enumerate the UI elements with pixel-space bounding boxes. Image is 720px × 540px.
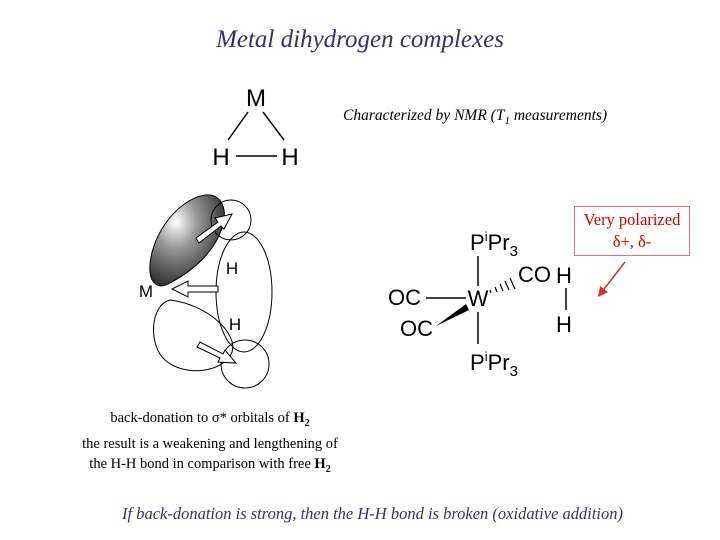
footer-note: If back-donation is strong, then the H-H…	[121, 504, 624, 523]
orbital-h-top-label: H	[226, 259, 238, 278]
bottom-phosphine-i: i	[485, 349, 488, 364]
bottom-phosphine-pr: Pr	[488, 350, 510, 375]
backdonation-line-1: back-donation to σ* orbitals of H2	[40, 408, 380, 434]
backdonation-line-3-text: the H-H bond in comparison with free	[89, 455, 315, 472]
top-phosphine-i: i	[485, 229, 488, 244]
w-co-hashed-bond	[489, 277, 516, 294]
top-phosphine-label: PiPr3	[470, 229, 518, 260]
triangle-h-left-label: H	[212, 144, 229, 171]
triangle-bond-right	[262, 111, 285, 141]
h2-sigma-orbital	[215, 231, 273, 353]
bottom-phosphine-label: PiPr3	[470, 349, 518, 380]
nmr-note-suffix: measurements)	[509, 107, 608, 124]
backdonation-line-1-h: H	[293, 410, 305, 426]
w-co-wedge-bond	[436, 304, 469, 326]
nmr-note-prefix: Characterized by NMR (T	[343, 107, 505, 124]
backdonation-arrow-bottom	[196, 341, 238, 364]
backdonation-line-2: the result is a weakening and lengthenin…	[82, 435, 338, 452]
triangle-bond-left	[227, 111, 249, 141]
polarization-arrow	[597, 261, 626, 297]
slide-title: Metal dihydrogen complexes	[216, 26, 504, 53]
tungsten-complex: PiPr3 W PiPr3 OC OC CO H H	[388, 229, 572, 380]
top-phosphine-sub: 3	[510, 243, 518, 260]
metal-d-orbital-lower-lobe	[153, 299, 234, 372]
sigma-star-lobe-top	[210, 199, 252, 241]
polarization-line-2: δ+, δ-	[612, 232, 652, 251]
triangle-h-right-label: H	[281, 144, 298, 171]
complex-h-bottom-label: H	[556, 312, 572, 337]
backdonation-line-3-h: H	[314, 455, 326, 472]
top-phosphine-p: P	[470, 230, 485, 255]
backdonation-line-1-text: back-donation to σ* orbitals of	[110, 410, 294, 426]
orbital-diagram: M H H	[139, 194, 273, 389]
bottom-phosphine-p: P	[470, 350, 485, 375]
triangle-metal-label: M	[246, 85, 266, 112]
orbital-h-bottom-label: H	[229, 315, 241, 334]
backdonation-line-1-sub: 2	[304, 417, 310, 429]
backdonation-line-3-sub: 2	[325, 463, 331, 475]
polarization-line-1: Very polarized	[583, 210, 681, 229]
bottom-phosphine-sub: 3	[510, 363, 518, 380]
tungsten-label: W	[468, 286, 489, 311]
backdonation-explanation: back-donation to σ* orbitals of H2 the r…	[40, 408, 380, 480]
nmr-note: Characterized by NMR (T1 measurements)	[343, 107, 607, 127]
orbital-metal-label: M	[139, 282, 153, 301]
carbonyl-right-label: CO	[518, 262, 551, 287]
polarization-box: Very polarized δ+, δ-	[574, 206, 690, 256]
metal-d-orbital-lobe	[149, 194, 225, 287]
backdonation-arrow-top	[195, 213, 233, 244]
dihydrogen-triangle: M H H	[212, 85, 298, 171]
backdonation-line-3: the H-H bond in comparison with free H2	[40, 454, 380, 480]
top-phosphine-pr: Pr	[488, 230, 510, 255]
complex-h-top-label: H	[556, 263, 572, 288]
sigma-star-lobe-bottom	[220, 339, 270, 389]
carbonyl-left-lower-label: OC	[400, 316, 433, 341]
carbonyl-left-upper-label: OC	[388, 285, 421, 310]
sigma-donation-arrow	[170, 280, 219, 298]
nmr-note-subscript: 1	[504, 115, 510, 128]
